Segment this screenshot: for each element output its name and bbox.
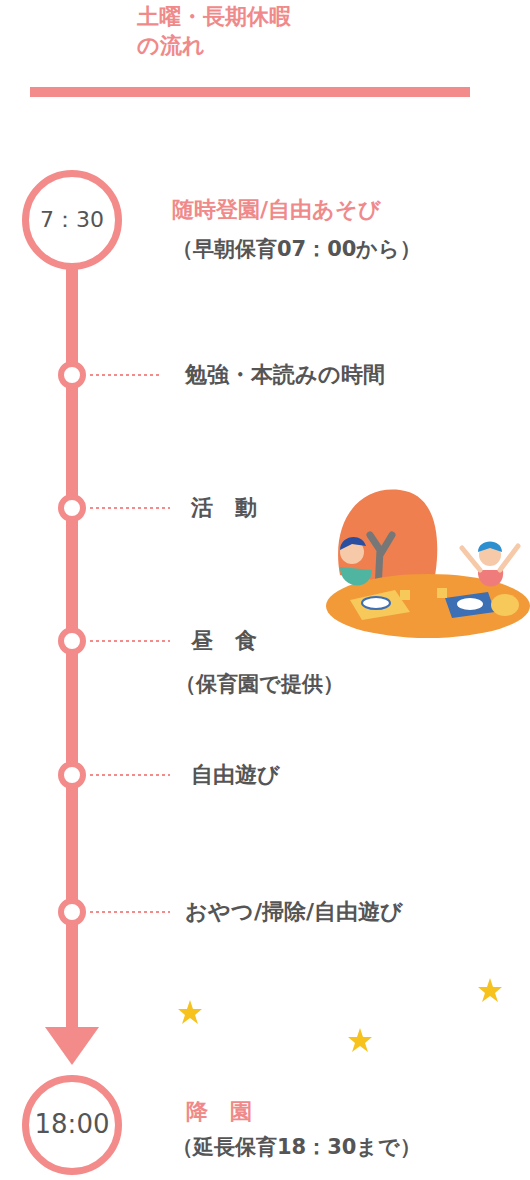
ring-outline xyxy=(58,494,86,522)
timeline-segment xyxy=(72,787,73,900)
step-note: （保育園で提供） xyxy=(175,672,344,697)
time-circle: 7：30随時登園/自由あそび（早朝保育07：00から） xyxy=(22,170,122,270)
ring-outline xyxy=(58,361,86,389)
ring-outline xyxy=(58,898,86,926)
stars xyxy=(178,978,502,1052)
ring-outline xyxy=(58,627,86,655)
step-marker: 自由遊び xyxy=(58,761,86,789)
timeline-segment xyxy=(45,924,99,1065)
step-label: 昼 食 xyxy=(191,628,257,654)
step-label: 活 動 xyxy=(191,495,257,521)
step-marker: 昼 食（保育園で提供） xyxy=(58,627,86,655)
step-marker: 勉強・本読みの時間 xyxy=(58,361,86,389)
arrowhead xyxy=(45,1027,99,1065)
timeline-segment xyxy=(72,653,73,763)
timeline-segment xyxy=(72,387,73,496)
step-label: 自由遊び xyxy=(191,762,280,788)
timeline-segment xyxy=(72,268,73,363)
title-bar xyxy=(30,87,470,97)
time-label: 7：30 xyxy=(40,207,104,233)
step-label: 勉強・本読みの時間 xyxy=(185,362,385,388)
step-label: おやつ/掃除/自由遊び xyxy=(185,899,403,925)
picnic-illustration xyxy=(326,490,530,638)
title: 土曜・長期休暇 の流れ xyxy=(137,2,302,60)
step-note: （早朝保育07：00から） xyxy=(172,237,421,262)
timeline-segment xyxy=(72,520,73,629)
step-note: 降 園 xyxy=(186,1099,252,1125)
step-marker: おやつ/掃除/自由遊び xyxy=(58,898,86,926)
step-note: （延長保育18：30まで） xyxy=(172,1135,421,1160)
step-note: 随時登園/自由あそび xyxy=(172,197,381,223)
leader-lines xyxy=(90,375,170,912)
step-marker: 活 動 xyxy=(58,494,86,522)
time-circle: 18:00降 園（延長保育18：30まで） xyxy=(22,1075,122,1175)
ring-outline xyxy=(58,761,86,789)
time-label: 18:00 xyxy=(35,1109,110,1140)
